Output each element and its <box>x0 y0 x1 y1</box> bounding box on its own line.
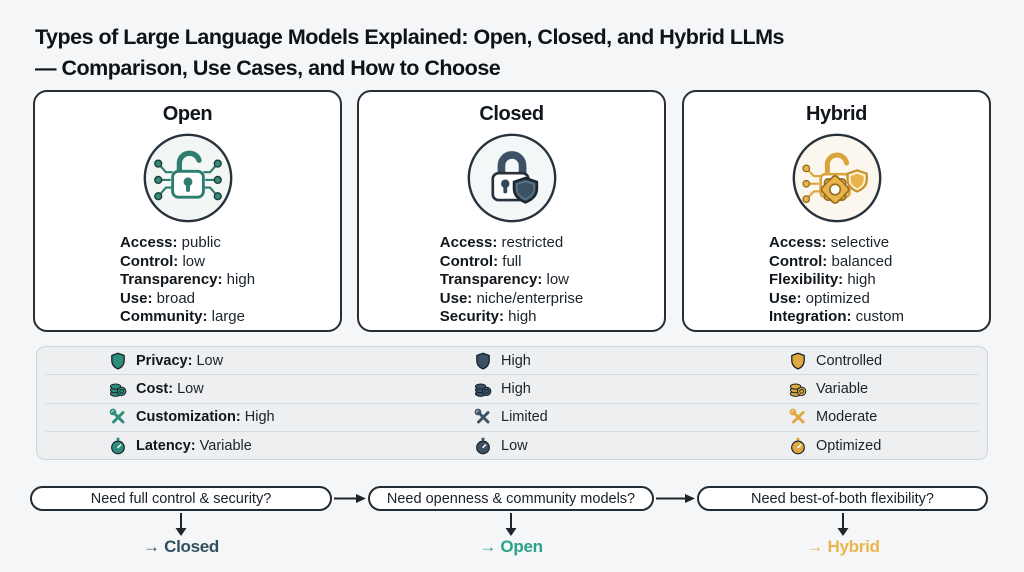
flow-answer-closed: → Closed <box>142 537 220 556</box>
latency-hybrid-cell: Optimized <box>789 437 881 455</box>
shield-icon <box>109 352 127 370</box>
card-closed-attributes: Access: restricted Control: full Transpa… <box>440 234 583 327</box>
card-closed-title: Closed <box>479 103 544 125</box>
shield-icon <box>789 352 807 370</box>
attribute-row: Use: broad <box>119 289 196 307</box>
privacy-closed-cell: High <box>474 352 531 370</box>
attribute-row: Transparency: low <box>439 271 570 289</box>
card-hybrid-attributes: Access: selective Control: balanced Flex… <box>769 234 904 327</box>
attribute-row: Control: full <box>439 252 522 270</box>
coins-icon <box>109 380 127 398</box>
cost-closed-cell: High <box>474 380 531 398</box>
card-open-attributes: Access: public Control: low Transparency… <box>120 234 255 327</box>
attribute-row: Access: selective <box>768 234 890 251</box>
privacy-hybrid-cell: Controlled <box>789 352 882 370</box>
attribute-row: Community: large <box>119 308 245 326</box>
customization-hybrid-cell: Moderate <box>789 408 877 426</box>
table-row-cost: Cost: Low High Variable <box>46 374 978 402</box>
coins-icon <box>474 380 492 398</box>
tools-icon <box>474 408 492 426</box>
closed-lock-shield-icon <box>359 130 664 226</box>
table-row-privacy: Privacy: Low High Controlled <box>46 347 978 374</box>
stopwatch-icon <box>474 437 492 455</box>
card-hybrid: Hybrid <box>682 90 991 332</box>
customization-open-cell: Customization: High <box>109 408 275 426</box>
attribute-row: Flexibility: high <box>768 271 876 289</box>
attribute-row: Use: niche/enterprise <box>439 289 584 307</box>
attribute-row: Access: public <box>119 234 221 251</box>
decision-flow: Need full control & security? Need openn… <box>0 486 1024 572</box>
attribute-row: Transparency: high <box>119 271 256 289</box>
privacy-open-cell: Privacy: Low <box>109 352 223 370</box>
flow-question-flexibility: Need best-of-both flexibility? <box>697 486 988 511</box>
table-row-latency: Latency: Variable Low Optimized <box>46 431 978 459</box>
latency-open-cell: Latency: Variable <box>109 437 252 455</box>
attribute-row: Security: high <box>439 308 537 326</box>
hybrid-lock-gear-shield-icon <box>684 130 989 226</box>
page-title-line2: — Comparison, Use Cases, and How to Choo… <box>35 55 501 80</box>
table-row-customization: Customization: High Limited Moderate <box>46 402 978 431</box>
flow-question-control-security: Need full control & security? <box>30 486 332 511</box>
cost-open-cell: Cost: Low <box>109 380 204 398</box>
stopwatch-icon <box>109 437 127 455</box>
attribute-row: Control: low <box>119 252 205 270</box>
card-open-title: Open <box>162 103 213 125</box>
flow-question-openness-community: Need openness & community models? <box>368 486 654 511</box>
attribute-row: Control: balanced <box>768 252 893 270</box>
attribute-row: Integration: custom <box>768 308 905 326</box>
open-lock-network-icon <box>35 130 340 226</box>
card-hybrid-title: Hybrid <box>806 103 867 125</box>
page-title: Types of Large Language Models Explained… <box>35 22 784 83</box>
tools-icon <box>109 408 127 426</box>
cost-hybrid-cell: Variable <box>789 380 868 398</box>
card-closed: Closed Access: restricted Control: full … <box>357 90 666 332</box>
attribute-row: Access: restricted <box>439 234 564 251</box>
page-title-line1: Types of Large Language Models Explained… <box>35 25 784 49</box>
comparison-table: Privacy: Low High Controlled Cost: Low H… <box>36 346 988 460</box>
tools-icon <box>789 408 807 426</box>
card-open: Open <box>33 90 342 332</box>
latency-closed-cell: Low <box>474 437 528 455</box>
attribute-row: Use: optimized <box>768 289 870 307</box>
stopwatch-icon <box>789 437 807 455</box>
customization-closed-cell: Limited <box>474 408 548 426</box>
shield-icon <box>474 352 492 370</box>
coins-icon <box>789 380 807 398</box>
flow-answer-open: → Open <box>479 537 543 556</box>
flow-answer-hybrid: → Hybrid <box>806 537 880 556</box>
